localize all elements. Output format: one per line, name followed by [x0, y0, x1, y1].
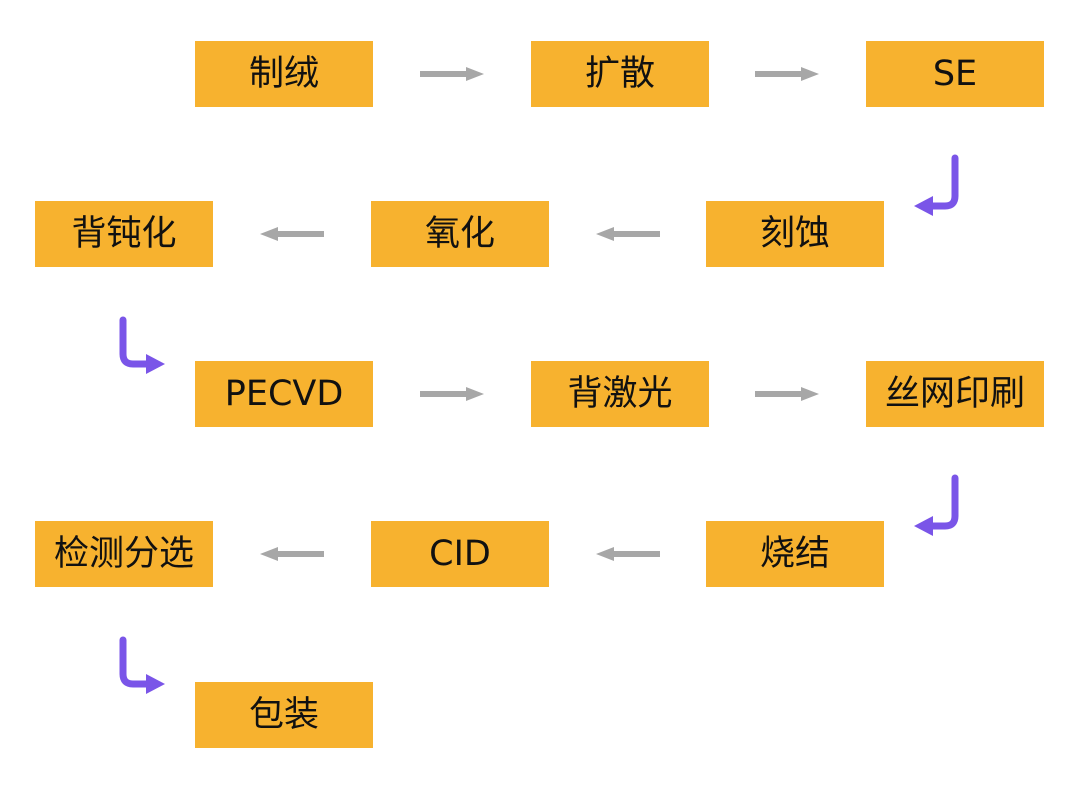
turn-down-left-icon: [914, 154, 959, 216]
step-label: 包装: [248, 695, 319, 735]
step-label: 检测分选: [53, 534, 194, 574]
step-label: 背钝化: [71, 214, 177, 254]
step-texturing: 制绒: [195, 41, 373, 107]
step-cid: CID: [371, 521, 549, 587]
step-label: SE: [932, 54, 978, 94]
step-pecvd: PECVD: [195, 361, 373, 427]
step-etching: 刻蚀: [706, 201, 884, 267]
step-testing-sorting: 检测分选: [35, 521, 213, 587]
step-label: 烧结: [759, 534, 830, 574]
arrow-left-icon: [596, 547, 660, 561]
step-label: CID: [429, 534, 491, 574]
step-label: PECVD: [224, 374, 344, 414]
step-back-passivation: 背钝化: [35, 201, 213, 267]
step-oxidation: 氧化: [371, 201, 549, 267]
step-packaging: 包装: [195, 682, 373, 748]
step-diffusion: 扩散: [531, 41, 709, 107]
step-screen-printing: 丝网印刷: [866, 361, 1044, 427]
step-se: SE: [866, 41, 1044, 107]
step-label: 制绒: [248, 54, 319, 94]
turn-down-left-icon: [914, 474, 959, 536]
arrow-left-icon: [260, 227, 324, 241]
arrow-left-icon: [596, 227, 660, 241]
arrow-right-icon: [420, 67, 484, 81]
step-label: 背激光: [567, 374, 673, 414]
arrow-left-icon: [260, 547, 324, 561]
step-label: 刻蚀: [759, 214, 830, 254]
turn-down-right-icon: [119, 636, 165, 694]
arrow-right-icon: [755, 67, 819, 81]
step-label: 氧化: [424, 214, 495, 254]
arrow-right-icon: [755, 387, 819, 401]
step-label: 丝网印刷: [884, 374, 1025, 414]
turn-down-right-icon: [119, 316, 165, 374]
step-back-laser: 背激光: [531, 361, 709, 427]
arrow-right-icon: [420, 387, 484, 401]
step-label: 扩散: [584, 54, 655, 94]
step-sintering: 烧结: [706, 521, 884, 587]
